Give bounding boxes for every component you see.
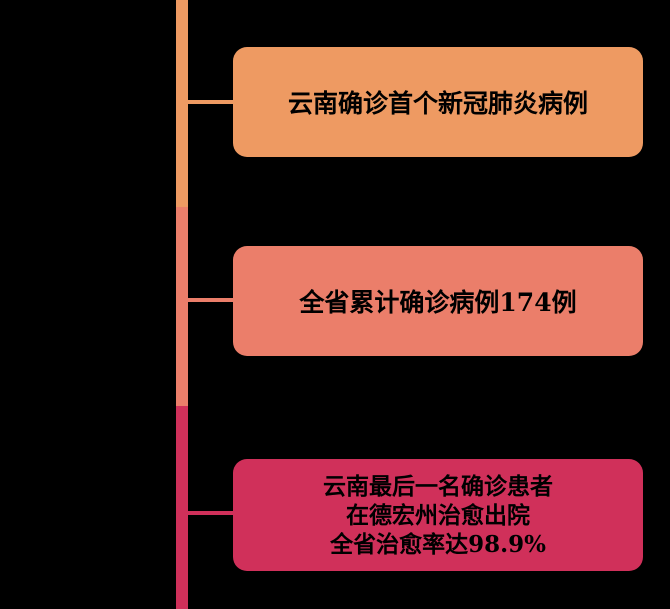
timeline-segment-1 [176, 0, 188, 207]
timeline-connector-1 [188, 100, 234, 104]
event-text: 云南确诊首个新冠肺炎病例 [287, 89, 588, 118]
event-text-line-2: 在德宏州治愈出院 [346, 501, 530, 529]
timeline-segment-3 [176, 406, 188, 609]
event-text-line-3: 全省治愈率达98.9% [330, 530, 546, 558]
event-text-line-1: 云南最后一名确诊患者 [323, 472, 553, 500]
timeline-bar [176, 0, 188, 609]
timeline-event-card-1: 云南确诊首个新冠肺炎病例 [233, 47, 643, 157]
timeline-connector-2 [188, 298, 234, 302]
event-text: 全省累计确诊病例174例 [299, 288, 577, 317]
timeline-event-card-2: 全省累计确诊病例174例 [233, 246, 643, 356]
timeline-event-card-3: 云南最后一名确诊患者 在德宏州治愈出院 全省治愈率达98.9% [233, 459, 643, 571]
timeline-segment-2 [176, 207, 188, 406]
timeline-connector-3 [188, 511, 234, 515]
